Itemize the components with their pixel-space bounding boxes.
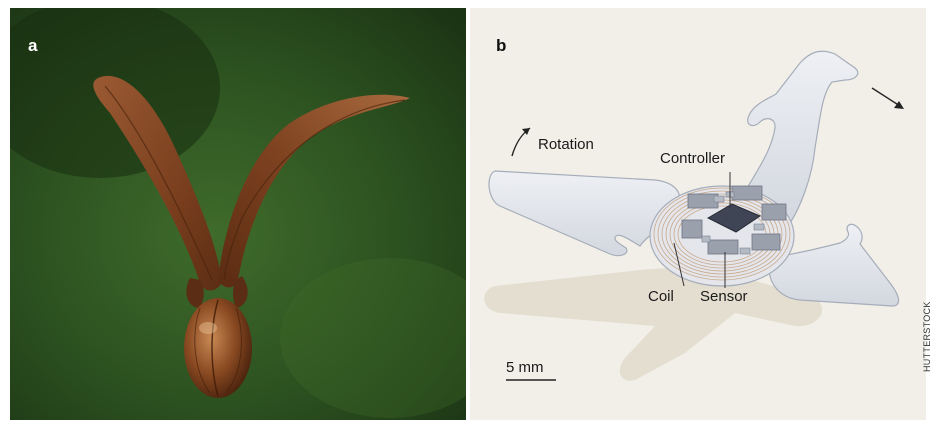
controller-label: Controller (660, 150, 725, 167)
scale-bar-label: 5 mm (506, 359, 544, 376)
direction-arrow-icon (872, 88, 904, 109)
photo-credit: HUTTERSTOCK (922, 312, 936, 372)
photo-panel: a (10, 8, 466, 420)
sensor-label: Sensor (700, 288, 748, 305)
winged-seed-photo (10, 8, 466, 420)
rotation-label: Rotation (538, 136, 594, 153)
coil-label: Coil (648, 288, 674, 305)
rotation-arrow-icon (512, 128, 530, 156)
panel-label-b: b (496, 36, 506, 56)
panel-label-a: a (28, 36, 37, 56)
device-diagram-panel: b Rotation Controller Coil Sensor 5 mm (470, 8, 926, 420)
